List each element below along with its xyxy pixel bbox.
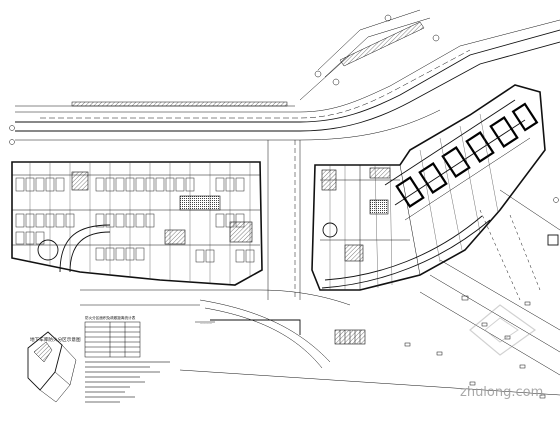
axis-markers <box>9 14 559 203</box>
watermark: zhulong.com <box>460 304 543 400</box>
lower-stair-block <box>334 329 366 345</box>
top-strip <box>71 101 288 107</box>
statistics-table: 防火分区面积及疏散距离统计表 <box>84 315 141 358</box>
parking-stalls-row-3 <box>15 231 255 263</box>
east-stair-core-3 <box>369 167 391 179</box>
ramp-circle <box>37 239 59 261</box>
lower-road: ———— <box>80 289 560 396</box>
key-plan <box>27 331 77 403</box>
east-stair-core-2 <box>344 244 364 262</box>
east-stair-core-1 <box>321 169 337 191</box>
stair-core-3 <box>164 229 186 245</box>
general-notes <box>85 361 170 403</box>
separation-lines <box>267 140 301 300</box>
site-boundary-lines <box>419 189 560 376</box>
equipment-room-1 <box>179 195 221 211</box>
west-building <box>11 161 263 286</box>
tower-band <box>384 99 531 221</box>
stair-core-2 <box>229 221 253 243</box>
stair-core-1 <box>71 171 89 191</box>
site-annotation-marks <box>404 234 559 399</box>
parking-stalls-row-1 <box>15 177 245 192</box>
road-lines <box>15 9 560 141</box>
legend-title: 地下车库防火分区示意图 <box>30 336 81 343</box>
table-title: 防火分区面积及疏散距离统计表 <box>85 315 136 320</box>
east-equipment-room <box>369 199 389 215</box>
watermark-text: zhulong.com <box>460 385 543 400</box>
svg-text:————: ———— <box>200 321 212 325</box>
upper-right-strip <box>339 21 425 67</box>
east-building <box>311 84 546 291</box>
core-boxes <box>395 102 539 208</box>
parking-stalls-row-2 <box>15 213 245 228</box>
center-line <box>40 49 471 119</box>
